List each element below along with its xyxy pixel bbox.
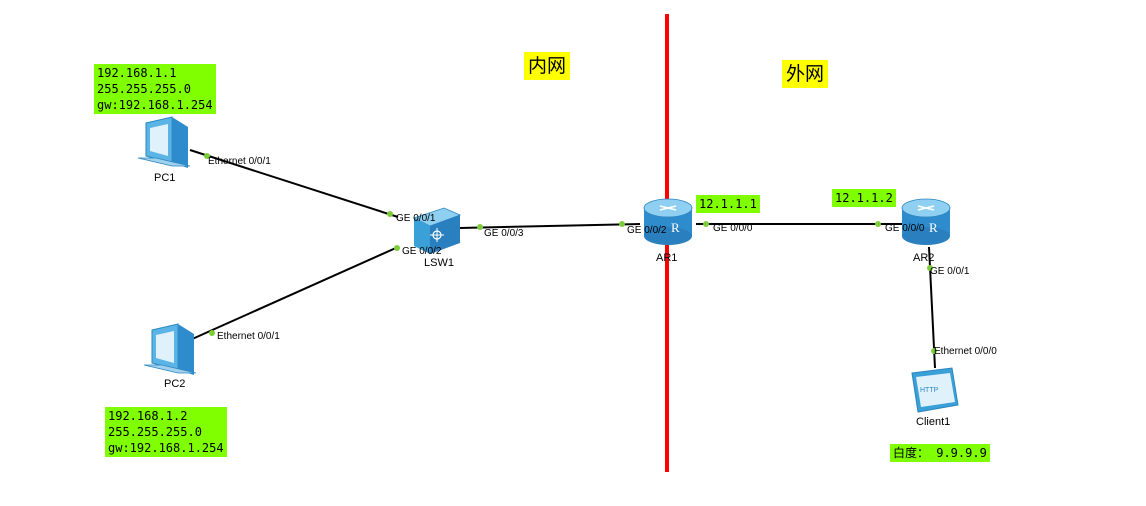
pc2-label: PC2 [164, 378, 186, 390]
port-dot-pc1 [204, 153, 210, 159]
client1-screen-label: HTTP [920, 387, 939, 394]
link-lsw1-ar1[interactable] [459, 223, 641, 229]
client1-icon[interactable]: HTTP [911, 367, 959, 413]
lsw1-label: LSW1 [424, 257, 454, 269]
port-label-lsw-ge1: GE 0/0/1 [396, 213, 436, 224]
ar2-label: AR2 [913, 252, 935, 264]
port-dot-lsw-ge2 [394, 245, 400, 251]
pc1-label: PC1 [154, 172, 176, 184]
port-dot-ar1-ge2 [619, 221, 625, 227]
ar1-ip-note: 12.1.1.1 [696, 195, 760, 213]
port-dot-ar1-ge0 [703, 221, 709, 227]
port-label-pc1-eth: Ethernet 0/0/1 [208, 156, 271, 167]
port-dot-client-eth [931, 348, 937, 354]
client1-label: Client1 [916, 416, 951, 428]
pc1-icon[interactable] [137, 116, 191, 168]
ar2-ip-note: 12.1.1.2 [832, 189, 896, 207]
port-dot-lsw-ge3 [477, 224, 483, 230]
lsw1-icon[interactable] [412, 207, 462, 254]
port-dot-pc2 [209, 330, 215, 336]
pc2-icon[interactable] [143, 323, 197, 375]
port-label-lsw-ge2: GE 0/0/2 [402, 246, 442, 257]
ar1-icon[interactable]: R [643, 198, 693, 245]
port-dot-ar2-ge1 [927, 265, 933, 271]
port-dots [204, 153, 937, 354]
port-dot-ar2-ge0 [875, 221, 881, 227]
zone-outer-label: 外网 [782, 60, 829, 88]
svg-text:R: R [929, 220, 938, 235]
port-label-pc2-eth: Ethernet 0/0/1 [217, 331, 280, 342]
link-pc2-lsw1[interactable] [189, 246, 399, 341]
zone-inner-label: 内网 [524, 52, 571, 80]
svg-text:R: R [671, 220, 680, 235]
port-label-ar1-ge2: GE 0/0/2 [627, 225, 667, 236]
ar1-label: AR1 [656, 252, 678, 264]
port-dot-lsw-ge1 [387, 211, 393, 217]
client-dns-note: 白度： 9.9.9.9 [890, 444, 990, 462]
port-label-ar2-ge1: GE 0/0/1 [930, 266, 970, 277]
port-label-ar2-ge0: GE 0/0/0 [885, 223, 925, 234]
link-pc1-lsw1[interactable] [189, 149, 399, 218]
port-label-ar1-ge0: GE 0/0/0 [713, 223, 753, 234]
port-label-lsw-ge3: GE 0/0/3 [484, 228, 524, 239]
ar2-icon[interactable]: R [901, 198, 951, 245]
port-label-client-eth: Ethernet 0/0/0 [934, 346, 997, 357]
